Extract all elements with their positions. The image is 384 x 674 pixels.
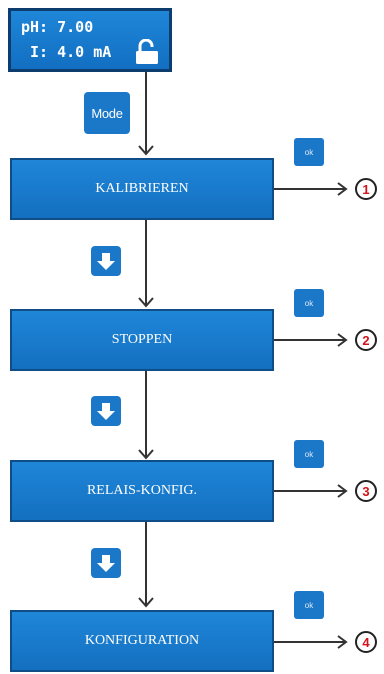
step-number-1: 1	[355, 178, 377, 200]
menu-item-stoppen[interactable]: STOPPEN	[10, 309, 274, 371]
down-button[interactable]	[91, 396, 121, 426]
display-ph-reading: pH: 7.00	[21, 18, 94, 36]
arrowhead-down	[138, 297, 154, 308]
mode-button[interactable]: Mode	[84, 92, 130, 134]
ok-button-relais-konfig[interactable]: ok	[294, 440, 324, 468]
ok-button-stoppen[interactable]: ok	[294, 289, 324, 317]
down-button[interactable]	[91, 246, 121, 276]
arrow-down-icon	[97, 403, 115, 420]
arrowhead-down	[138, 145, 154, 156]
arrowhead-down	[138, 597, 154, 608]
unlocked-padlock-icon	[136, 39, 158, 64]
arrowhead-right	[337, 484, 348, 498]
arrowhead-right	[337, 635, 348, 649]
arrowhead-right	[337, 182, 348, 196]
arrowhead-right	[337, 333, 348, 347]
menu-item-kalibrieren[interactable]: KALIBRIEREN	[10, 158, 274, 220]
display-current-reading: I: 4.0 mA	[21, 43, 112, 61]
arrow-down-icon	[97, 253, 115, 270]
ok-button-konfiguration[interactable]: ok	[294, 591, 324, 619]
step-number-4: 4	[355, 631, 377, 653]
step-number-2: 2	[355, 329, 377, 351]
menu-item-konfiguration[interactable]: KONFIGURATION	[10, 610, 274, 672]
step-number-3: 3	[355, 480, 377, 502]
menu-item-relais-konfig[interactable]: RELAIS-KONFIG.	[10, 460, 274, 522]
down-button[interactable]	[91, 548, 121, 578]
ok-button-kalibrieren[interactable]: ok	[294, 138, 324, 166]
arrowhead-down	[138, 449, 154, 460]
arrow-down-icon	[97, 555, 115, 572]
lcd-display: pH: 7.00 I: 4.0 mA	[8, 8, 172, 72]
